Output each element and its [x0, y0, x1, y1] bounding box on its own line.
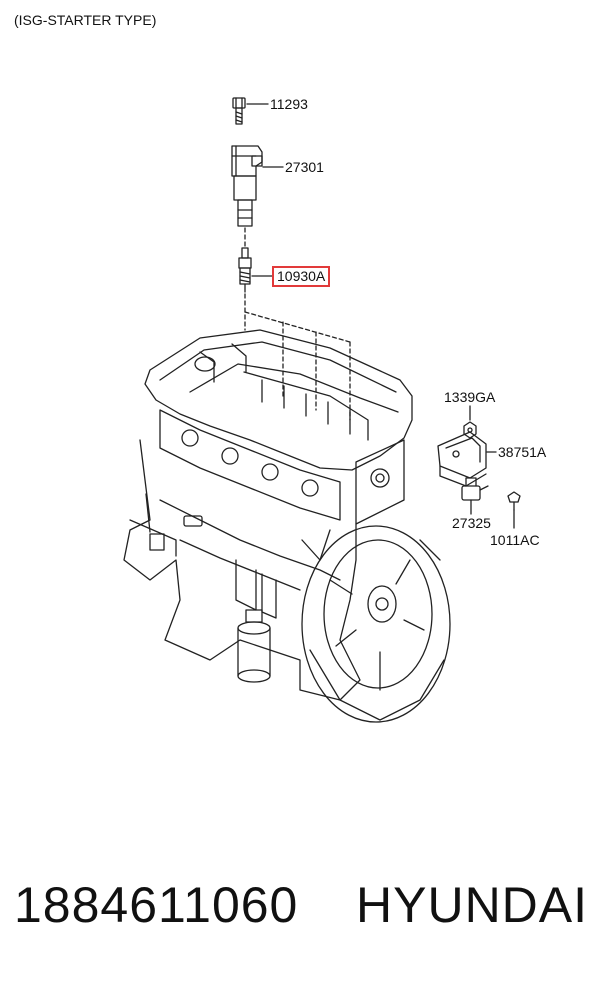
sensor-bracket-icon	[437, 431, 487, 487]
nut-icon	[463, 421, 477, 439]
part-label-27301[interactable]: 27301	[285, 159, 324, 175]
brand-name: HYUNDAI	[356, 877, 589, 933]
spark-plug-icon	[238, 247, 252, 293]
part-label-10930A[interactable]: 10930A	[272, 266, 331, 287]
diagram-subtitle: (ISG-STARTER TYPE)	[14, 12, 157, 28]
ignition-coil-icon	[231, 145, 263, 227]
part-label-1339GA[interactable]: 1339GA	[444, 389, 496, 405]
part-number: 1884611060	[14, 877, 299, 933]
bolt-small-icon	[507, 491, 521, 511]
part-label-27325[interactable]: 27325	[452, 515, 491, 531]
bolt-icon	[232, 97, 246, 125]
engine-block-icon	[123, 329, 451, 723]
part-label-11293[interactable]: 11293	[270, 96, 308, 112]
part-label-1011AC[interactable]: 1011AC	[490, 532, 540, 548]
part-label-38751A[interactable]: 38751A	[498, 444, 547, 460]
